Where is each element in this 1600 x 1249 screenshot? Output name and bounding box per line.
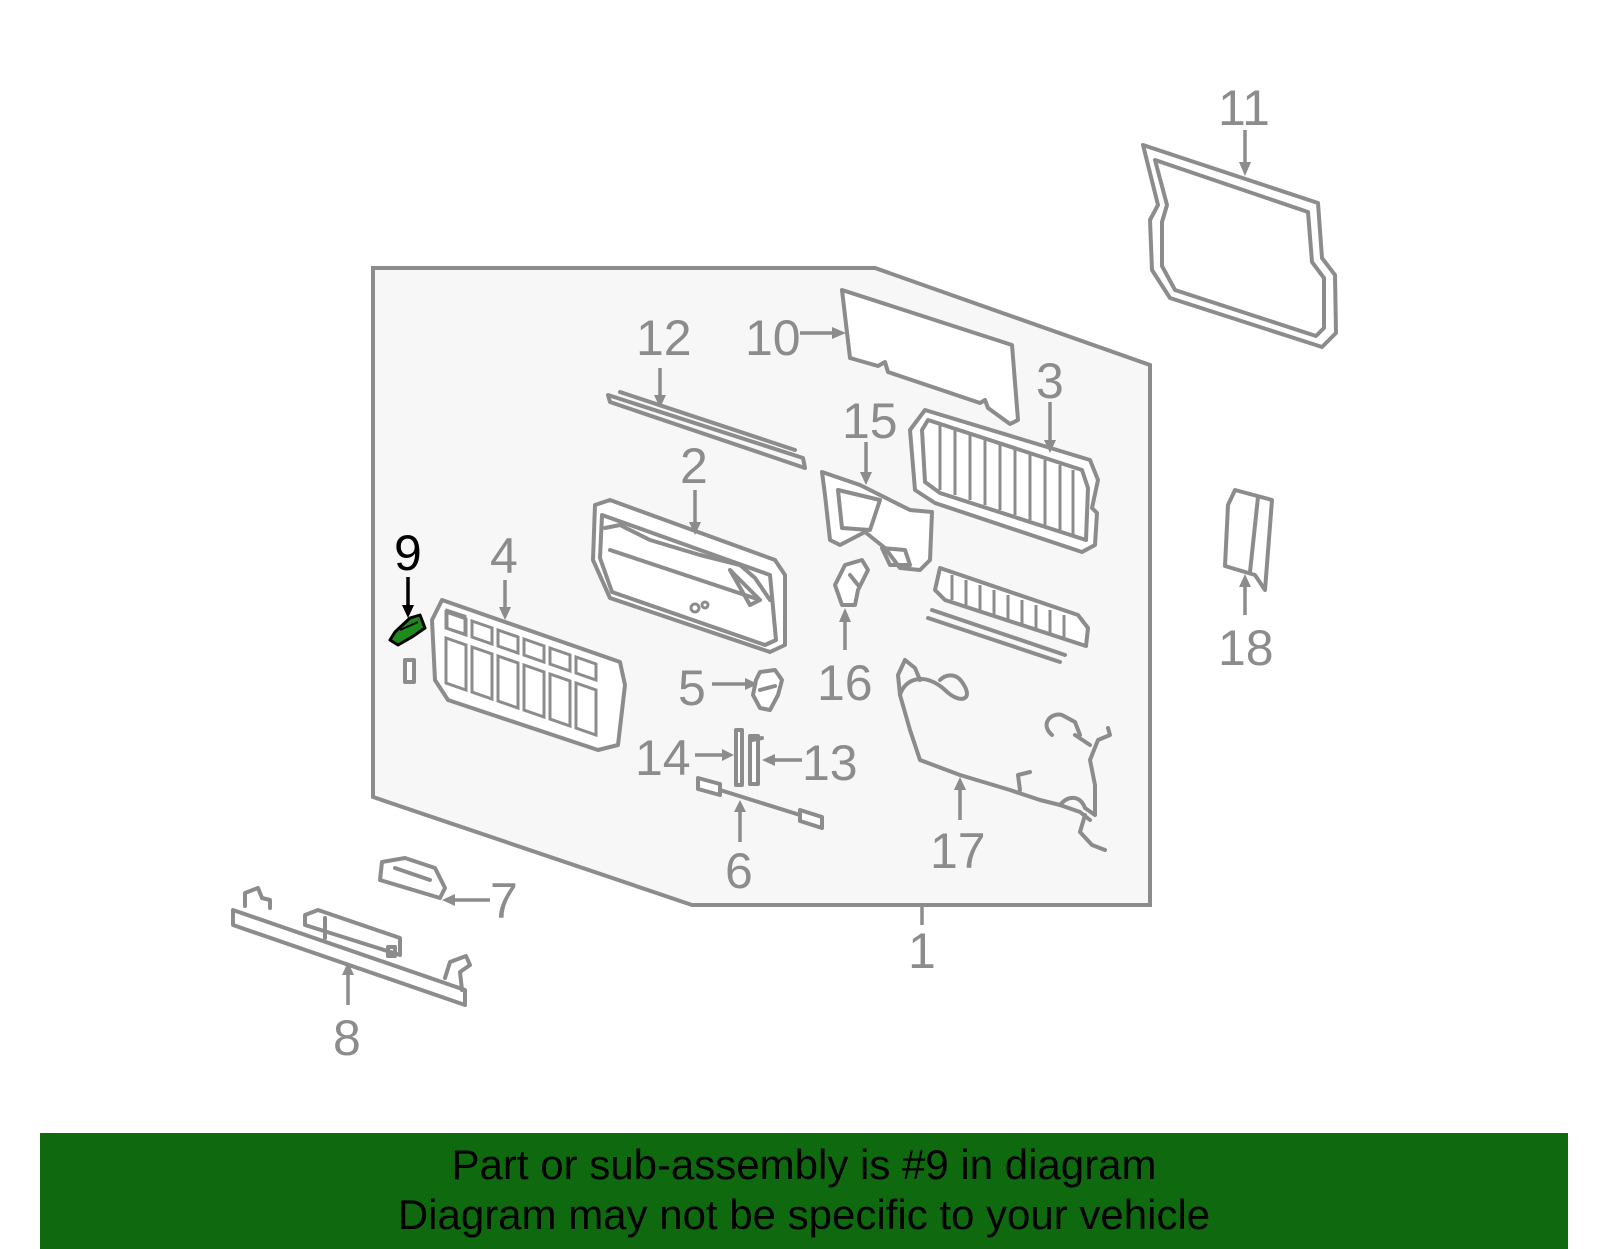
part-12-strip[interactable] — [606, 390, 807, 470]
part-15-bracket[interactable] — [820, 470, 934, 572]
info-banner: Part or sub-assembly is #9 in diagram Di… — [40, 1133, 1568, 1249]
callout-12: 12 — [636, 310, 692, 366]
callout-4: 4 — [490, 528, 518, 584]
part-2-inner-panel[interactable] — [591, 498, 787, 654]
part-8-rail[interactable] — [231, 886, 472, 1007]
part-ribbed-strip[interactable] — [926, 566, 1090, 664]
part-13-rod[interactable] — [748, 734, 764, 786]
callout-13: 13 — [802, 735, 858, 791]
callout-5: 5 — [678, 660, 706, 716]
callout-11: 11 — [1218, 80, 1270, 136]
part-10-panel[interactable] — [840, 288, 1020, 426]
callout-18: 18 — [1218, 620, 1274, 676]
callout-10: 10 — [745, 310, 801, 366]
part-16-clip[interactable] — [833, 558, 870, 607]
part-9-pin — [403, 658, 416, 684]
part-6-cable[interactable] — [696, 776, 824, 830]
callout-3: 3 — [1036, 353, 1064, 409]
callout-15: 15 — [842, 393, 898, 449]
callout-7: 7 — [490, 873, 518, 929]
part-14-rod[interactable] — [734, 728, 744, 787]
callout-1: 1 — [908, 923, 936, 979]
callout-8: 8 — [333, 1010, 361, 1066]
part-11-seal[interactable] — [1141, 143, 1338, 349]
parts-diagram: 11 10 12 3 15 2 9 4 5 16 14 13 17 6 7 1 … — [231, 80, 1338, 1066]
callout-14: 14 — [635, 730, 691, 786]
part-9-highlighted[interactable] — [388, 613, 427, 647]
callout-2: 2 — [680, 438, 708, 494]
banner-line-2: Diagram may not be specific to your vehi… — [397, 1191, 1211, 1238]
part-7-bracket[interactable] — [378, 856, 447, 900]
part-17-wiring-harness[interactable] — [896, 658, 1112, 852]
callout-17: 17 — [930, 823, 986, 879]
part-4-grille-panel[interactable] — [430, 598, 627, 752]
callout-16: 16 — [817, 655, 873, 711]
leader-lines — [342, 130, 1251, 1005]
banner-line-1: Part or sub-assembly is #9 in diagram — [451, 1141, 1157, 1188]
part-3-ribbed-panel[interactable] — [908, 408, 1100, 554]
callout-6: 6 — [725, 843, 753, 899]
part-18-trim[interactable] — [1223, 488, 1274, 592]
callout-9: 9 — [394, 525, 422, 581]
